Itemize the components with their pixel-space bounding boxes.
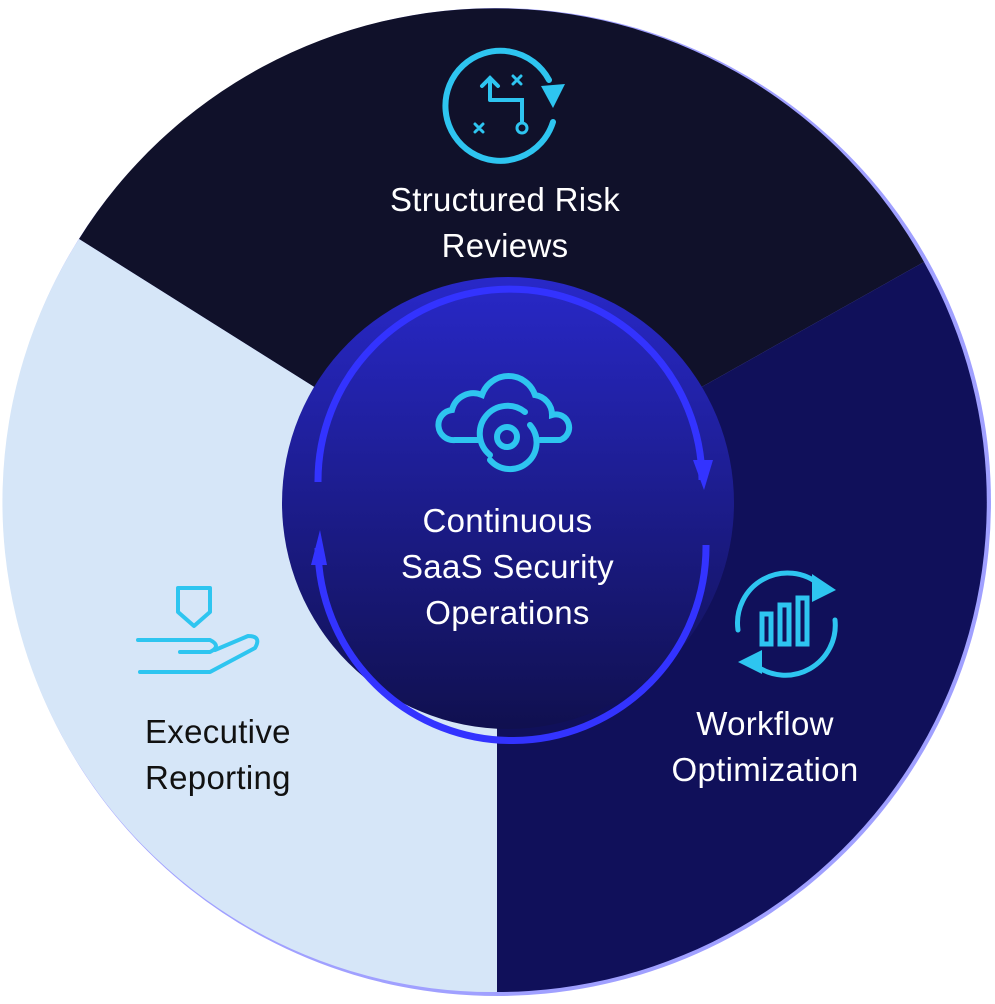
bar-chart-cycle-icon xyxy=(735,570,838,678)
label-line: Continuous xyxy=(422,502,593,539)
segment-structured-risk-reviews xyxy=(79,8,924,502)
label-line: Optimization xyxy=(671,751,859,788)
hand-shield-icon xyxy=(136,586,260,674)
cycle-ring xyxy=(314,285,710,744)
label-line: Structured Risk xyxy=(389,181,621,218)
ring-arrow-right-icon xyxy=(693,460,713,490)
ring-arrow-left-icon xyxy=(311,530,327,565)
segment-label-executive-reporting: Executive Reporting xyxy=(120,709,355,801)
segment-label-structured-risk-reviews: Structured Risk Reviews xyxy=(340,177,670,269)
label-line: SaaS Security xyxy=(400,548,614,585)
center-circle xyxy=(282,277,734,729)
cloud-gear-sync-icon xyxy=(435,373,573,473)
label-line: Reviews xyxy=(441,227,569,264)
label-line: Executive xyxy=(145,713,291,750)
label-line: Reporting xyxy=(145,759,291,796)
strategy-path-cycle-icon xyxy=(442,47,565,164)
segment-label-workflow-optimization: Workflow Optimization xyxy=(630,701,900,793)
label-line: Workflow xyxy=(696,705,834,742)
label-line: Operations xyxy=(425,594,590,631)
center-label: Continuous SaaS Security Operations xyxy=(360,498,655,636)
